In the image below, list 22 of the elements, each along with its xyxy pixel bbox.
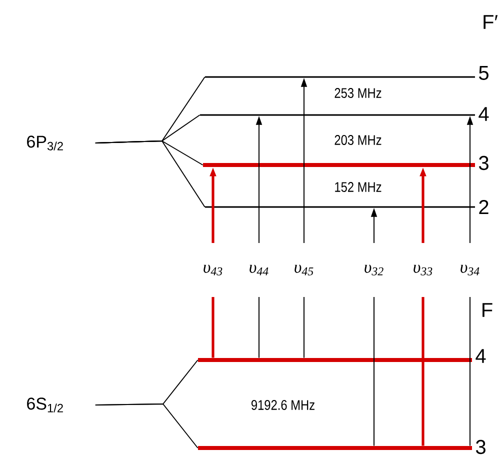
- frequency-label: 9192.6 MHz: [251, 400, 314, 410]
- level-number: 3: [476, 440, 486, 454]
- quantum-number-label: F′: [484, 15, 498, 29]
- edge-label: υ$_{32}$: [362, 243, 386, 297]
- splitting-line: [94, 404, 198, 448]
- frequency-label: 253 MHz: [334, 88, 382, 98]
- level-number: 2: [479, 200, 488, 214]
- term-label: 6P$_{3/2}$: [27, 136, 63, 150]
- level-number: 4: [476, 349, 486, 363]
- quantum-number-label: F: [482, 303, 492, 317]
- edge-label: υ$_{33}$: [412, 243, 434, 297]
- splitting-line: [94, 140, 206, 208]
- level-number: 4: [478, 107, 489, 121]
- edge-label: υ$_{34}$: [458, 243, 482, 297]
- edge-label: υ$_{44}$: [248, 243, 270, 297]
- term-label: 6S$_{1/2}$: [27, 398, 63, 412]
- edge-label: υ$_{45}$: [292, 243, 316, 297]
- level-number: 5: [479, 66, 488, 80]
- frequency-label: 203 MHz: [334, 135, 382, 145]
- level-number: 3: [478, 156, 488, 170]
- edge-label: υ$_{43}$: [202, 243, 224, 297]
- frequency-label: 152 MHz: [335, 182, 382, 192]
